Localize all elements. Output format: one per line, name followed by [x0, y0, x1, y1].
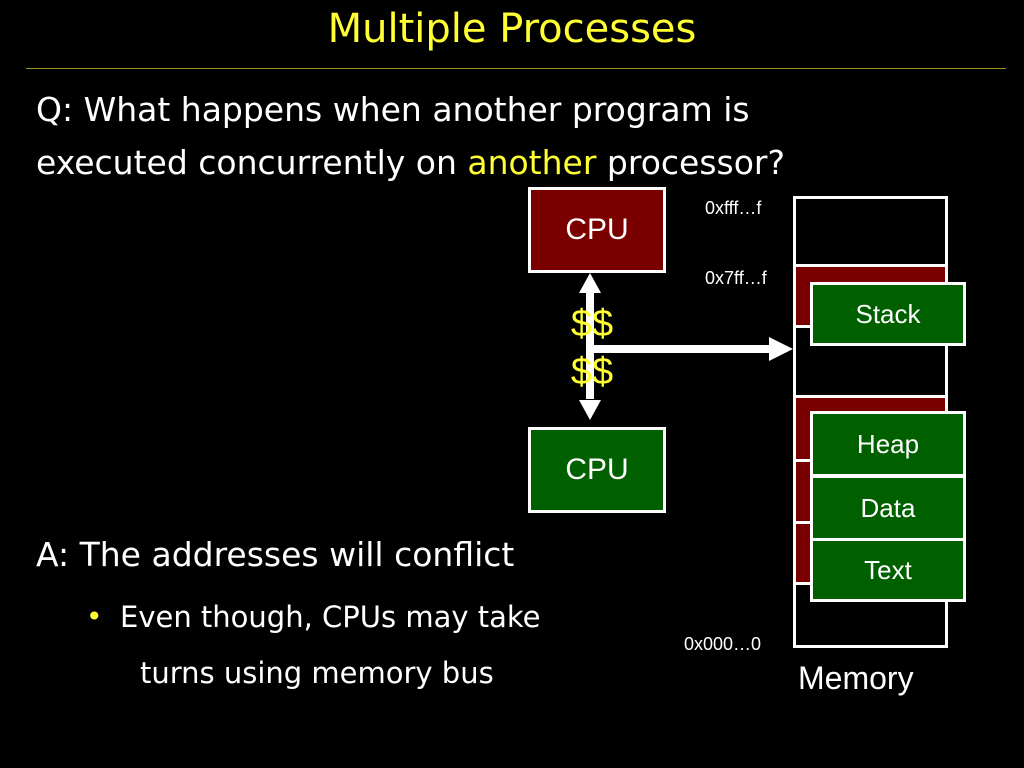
memory-label: Memory — [798, 660, 914, 696]
address-stack-top: 0x7ff…f — [705, 268, 767, 288]
address-top: 0xfff…f — [705, 198, 762, 218]
text-segment: Text — [810, 538, 966, 602]
cpu-bottom-label: CPU — [565, 453, 629, 486]
stack-label: Stack — [855, 298, 921, 329]
question-line-1: Q: What happens when another program is — [36, 90, 750, 129]
cache-label-line-2: $$ — [570, 351, 614, 393]
cpu-box-top: CPU — [528, 187, 666, 273]
question-line-2-end: processor? — [596, 143, 785, 182]
bullet-line-2: turns using memory bus — [140, 656, 494, 690]
stack-segment: Stack — [810, 282, 966, 346]
cpu-box-bottom: CPU — [528, 427, 666, 513]
question-highlight: another — [467, 143, 597, 182]
heap-label: Heap — [856, 428, 920, 459]
text-label: Text — [864, 554, 912, 585]
slide-title: Multiple Processes — [327, 6, 697, 52]
memory-arrow-head — [769, 337, 793, 361]
bullet-line-1: Even though, CPUs may take — [120, 600, 541, 634]
question-line-2-start: executed concurrently on — [36, 143, 468, 182]
question-line-2: executed concurrently on another process… — [36, 143, 785, 182]
title-divider — [26, 68, 1006, 69]
bus-arrow-up-head — [579, 273, 601, 293]
bullet-dot-icon: • — [86, 600, 103, 633]
heap-segment: Heap — [810, 411, 966, 477]
answer-text: A: The addresses will conflict — [36, 535, 515, 574]
data-segment: Data — [810, 475, 966, 541]
data-label: Data — [860, 492, 916, 523]
address-bottom: 0x000…0 — [684, 634, 762, 654]
cache-label-line-1: $$ — [570, 303, 614, 345]
memory-arrow-shaft — [590, 345, 770, 353]
memory-bus-arrow — [590, 337, 793, 361]
bus-arrow-down-head — [579, 400, 601, 420]
cache-label: $$ $$ — [562, 300, 622, 396]
cpu-top-label: CPU — [565, 213, 629, 246]
